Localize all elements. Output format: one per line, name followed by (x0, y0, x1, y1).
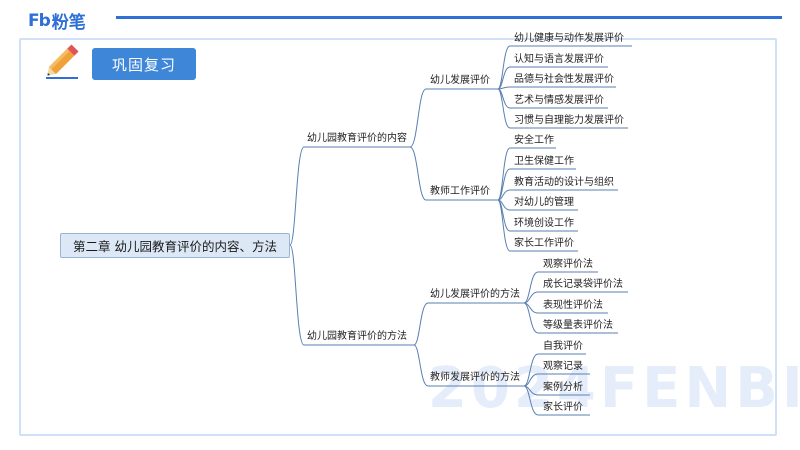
leaf-item: 教育活动的设计与组织 (514, 177, 614, 188)
mindmap-root: 第二章 幼儿园教育评价的内容、方法 (60, 233, 290, 258)
leaf-item: 成长记录袋评价法 (543, 279, 623, 290)
logo-mark: Fb (28, 10, 51, 31)
watermark: 2024FENBI (428, 356, 800, 421)
leaf-item: 环境创设工作 (514, 218, 574, 229)
logo-text: 粉笔 (51, 13, 86, 33)
leaf-item: 艺术与情感发展评价 (514, 95, 604, 106)
fenbi-logo: Fb 粉笔 (28, 8, 86, 34)
leaf-item: 幼儿健康与动作发展评价 (514, 33, 624, 44)
sub-child-development: 幼儿发展评价 (430, 75, 490, 86)
sub-teacher-methods: 教师发展评价的方法 (430, 372, 520, 383)
leaf-item: 安全工作 (514, 135, 554, 146)
leaf-item: 案例分析 (543, 382, 583, 393)
leaf-item: 家长评价 (543, 402, 583, 413)
leaf-item: 习惯与自理能力发展评价 (514, 115, 624, 126)
sub-teacher-work: 教师工作评价 (430, 186, 490, 197)
branch-content: 幼儿园教育评价的内容 (307, 133, 407, 144)
pencil-icon (46, 44, 79, 79)
leaf-item: 家长工作评价 (514, 238, 574, 249)
connector-root-content (289, 146, 410, 246)
leaf-item: 观察评价法 (543, 259, 593, 270)
sub-child-methods: 幼儿发展评价的方法 (430, 289, 520, 300)
leaf-item: 品德与社会性发展评价 (514, 74, 614, 85)
branch-methods: 幼儿园教育评价的方法 (307, 331, 407, 342)
leaf-item: 对幼儿的管理 (514, 197, 574, 208)
connector-methods-child (413, 302, 524, 346)
leaf-item: 自我评价 (543, 341, 583, 352)
leaf-item: 卫生保健工作 (514, 156, 574, 167)
review-badge: 巩固复习 (92, 48, 196, 80)
leaf-item: 表现性评价法 (543, 300, 603, 311)
leaf-item: 等级量表评价法 (543, 320, 613, 331)
leaf-item: 认知与语言发展评价 (514, 54, 604, 65)
connector-root-methods (289, 244, 414, 346)
connector-content-child (409, 88, 498, 148)
connector-content-teacher (409, 146, 498, 201)
leaf-item: 观察记录 (543, 361, 583, 372)
content-frame (19, 38, 777, 436)
connector-methods-teacher (413, 344, 524, 387)
header-rule (116, 16, 782, 19)
